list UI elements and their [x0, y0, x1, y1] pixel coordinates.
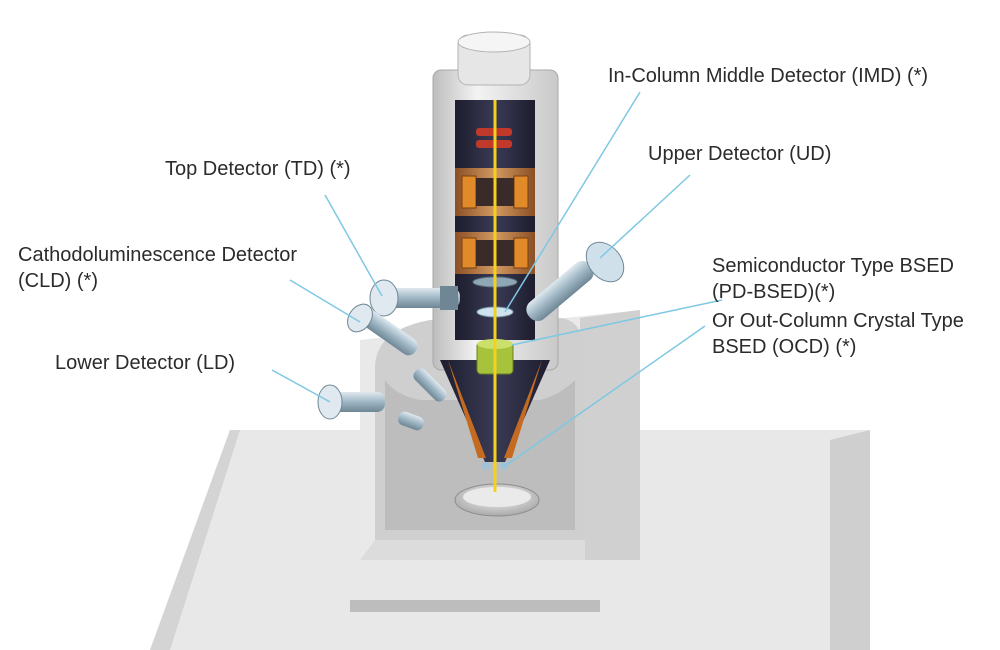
cld-detector-icon	[347, 303, 418, 356]
leader-imd	[504, 91, 641, 313]
upper-detector-icon	[526, 241, 625, 322]
leader-ld	[271, 369, 331, 403]
leader-ocd	[504, 325, 706, 467]
label-pd-bsed-line1: Semiconductor Type BSED	[712, 255, 954, 277]
label-ud-line1: Upper Detector (UD)	[648, 143, 832, 165]
label-cld: Cathodoluminescence Detector (CLD) (*)	[18, 242, 297, 294]
leader-td	[324, 194, 383, 297]
leader-cld	[289, 279, 361, 323]
sem-column-icon	[432, 31, 559, 492]
label-cld-line2: (CLD) (*)	[18, 270, 98, 292]
label-ocd-line2: BSED (OCD) (*)	[712, 336, 857, 358]
label-pd-bsed: Semiconductor Type BSED (PD-BSED)(*)	[712, 253, 954, 305]
lower-detector-icon	[317, 368, 447, 431]
label-ocd: Or Out-Column Crystal Type BSED (OCD) (*…	[712, 308, 964, 360]
leader-semi	[511, 299, 723, 346]
label-td-line1: Top Detector (TD) (*)	[165, 158, 351, 180]
label-ld: Lower Detector (LD)	[55, 350, 235, 376]
label-ld-line1: Lower Detector (LD)	[55, 352, 236, 374]
label-pd-bsed-line2: (PD-BSED)(*)	[712, 281, 836, 303]
label-imd-line1: In-Column Middle Detector (IMD) (*)	[608, 65, 929, 87]
label-ocd-line1: Or Out-Column Crystal Type	[712, 310, 964, 332]
leader-ud	[599, 174, 691, 259]
leader-lines	[271, 91, 723, 467]
top-detector-icon	[369, 279, 460, 317]
label-td: Top Detector (TD) (*)	[165, 156, 351, 182]
label-imd: In-Column Middle Detector (IMD) (*)	[608, 63, 928, 89]
detector-cylinder-icon	[317, 241, 625, 431]
label-cld-line1: Cathodoluminescence Detector	[18, 244, 298, 266]
label-ud: Upper Detector (UD)	[648, 141, 831, 167]
sample-stage-icon	[454, 483, 540, 517]
